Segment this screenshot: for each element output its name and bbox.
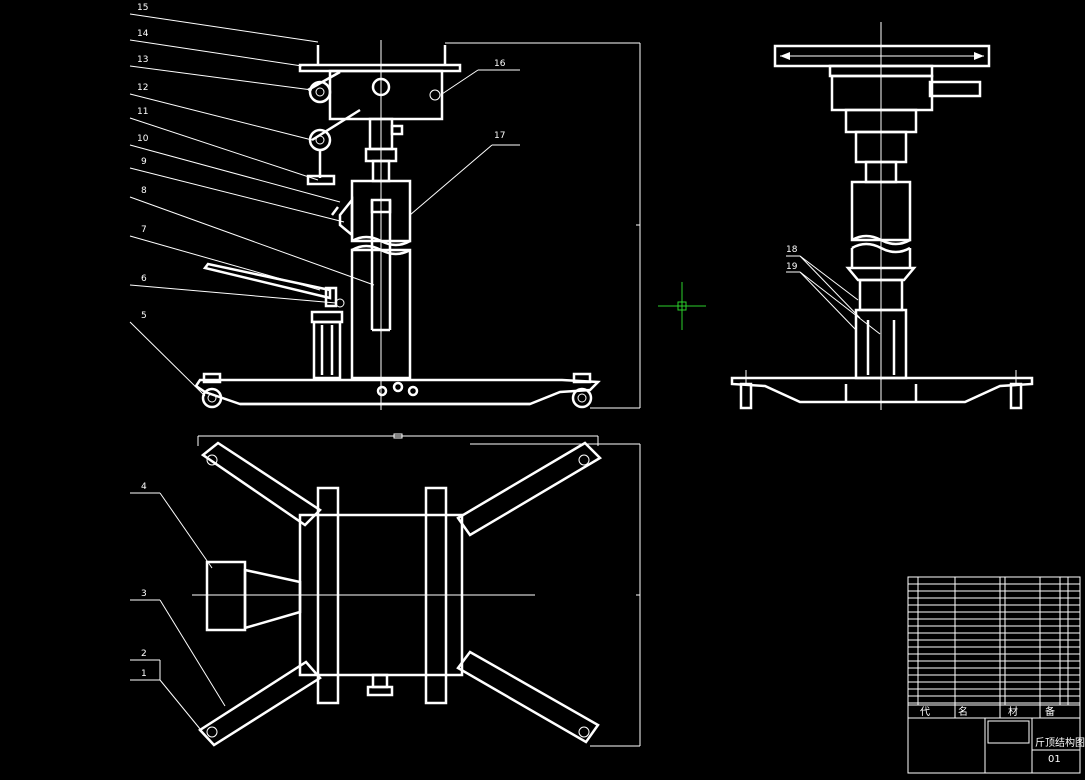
callout-8: 8	[141, 186, 147, 196]
callout-1: 1	[141, 669, 147, 679]
header-cell-4: 备	[1045, 705, 1055, 718]
callout-18: 18	[786, 245, 798, 255]
callout-10: 10	[137, 134, 149, 144]
header-cell-2: 名	[958, 705, 968, 718]
callout-17: 17	[494, 131, 505, 141]
front-callouts	[129, 13, 520, 397]
callout-7: 7	[141, 225, 147, 235]
callout-9: 9	[141, 157, 147, 167]
callout-19: 19	[786, 262, 798, 272]
callout-2: 2	[141, 649, 147, 659]
drawing-title: 斤顶结构图	[1035, 736, 1085, 749]
callout-5: 5	[141, 311, 147, 321]
callout-labels: 15 14 13 12 11 10 9 8 7 6 5 4 3 2 1 16 1…	[137, 3, 798, 679]
front-view	[194, 40, 641, 410]
callout-11: 11	[137, 107, 148, 117]
callout-4: 4	[141, 482, 147, 492]
callout-6: 6	[141, 274, 147, 284]
title-block: 代 名 材 备 斤顶结构图 01	[907, 576, 1085, 774]
header-cell-3: 材	[1008, 705, 1018, 718]
callout-13: 13	[137, 55, 148, 65]
drawing-number: 01	[1048, 754, 1061, 765]
callout-15: 15	[137, 3, 148, 13]
header-cell-1: 代	[920, 706, 930, 718]
callout-16: 16	[494, 59, 506, 69]
callout-12: 12	[137, 83, 148, 93]
crosshair-cursor	[658, 282, 706, 330]
callout-14: 14	[137, 29, 149, 39]
plan-callouts	[130, 492, 226, 736]
callout-3: 3	[141, 589, 147, 599]
plan-view	[192, 433, 641, 747]
side-view	[730, 22, 1034, 410]
